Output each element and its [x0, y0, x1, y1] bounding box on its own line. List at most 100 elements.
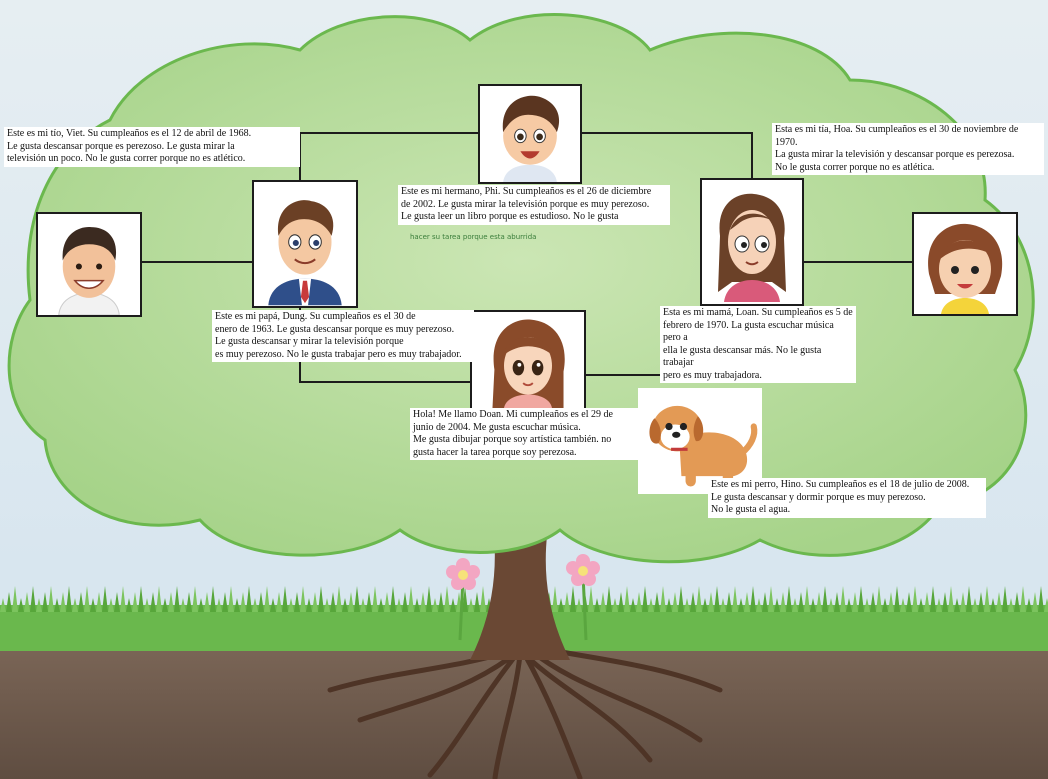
- grass-blade: [342, 598, 348, 612]
- grass-blade: [678, 586, 684, 612]
- grass-blade: [222, 592, 228, 612]
- grass-blade: [426, 586, 432, 612]
- grass-blade: [276, 592, 282, 612]
- grass-blade: [984, 586, 990, 612]
- grass-blade: [822, 586, 828, 612]
- grass-blade: [12, 586, 18, 612]
- grass-blade: [642, 586, 648, 612]
- grass-blade: [420, 592, 426, 612]
- grass-blade: [72, 598, 78, 612]
- grass-blade: [876, 586, 882, 612]
- grass-blade: [948, 586, 954, 612]
- brother-caption: Este es mi hermano, Phi. Su cumpleaños e…: [398, 185, 670, 225]
- self-photo: [470, 310, 586, 410]
- grass-blade: [714, 586, 720, 612]
- grass-blade: [1032, 592, 1038, 612]
- grass-blade: [636, 592, 642, 612]
- brother-handwritten-note: hacer su tarea porque esta aburrida: [410, 233, 537, 241]
- father-photo: [252, 180, 358, 308]
- grass-blade: [210, 586, 216, 612]
- grass-blade: [108, 598, 114, 612]
- grass-blade: [780, 592, 786, 612]
- grass-blade: [30, 586, 36, 612]
- grass-blade: [114, 592, 120, 612]
- grass-blade: [558, 598, 564, 612]
- grass-blade: [468, 598, 474, 612]
- grass-blade: [0, 598, 6, 612]
- grass-blade: [942, 592, 948, 612]
- grass-blade: [816, 592, 822, 612]
- grass-blade: [864, 598, 870, 612]
- aunt-caption: Esta es mi tía, Hoa. Su cumpleaños es el…: [772, 123, 1044, 175]
- grass-blade: [660, 586, 666, 612]
- grass-blade: [888, 592, 894, 612]
- brother-photo: [478, 84, 582, 184]
- grass-blade: [894, 586, 900, 612]
- grass-blade: [396, 598, 402, 612]
- grass-blade: [432, 598, 438, 612]
- grass-blade: [792, 598, 798, 612]
- woman-short-hair-portrait-icon: [915, 214, 1015, 314]
- grass-blade: [84, 586, 90, 612]
- uncle-photo: [36, 212, 142, 317]
- grass-blade: [384, 592, 390, 612]
- grass-blade: [1026, 598, 1032, 612]
- grass-blade: [1014, 592, 1020, 612]
- grass-blade: [1020, 586, 1026, 612]
- grass-blade: [462, 586, 468, 612]
- puppy-icon: [638, 389, 762, 493]
- grass-blade: [126, 598, 132, 612]
- grass-blade: [216, 598, 222, 612]
- grass-blade: [162, 598, 168, 612]
- grass-blade: [570, 586, 576, 612]
- grass-blade: [192, 586, 198, 612]
- grass-blade: [78, 592, 84, 612]
- grass-blade: [378, 598, 384, 612]
- grass-blade: [258, 592, 264, 612]
- grass-blade: [1044, 598, 1048, 612]
- aunt-photo: [912, 212, 1018, 316]
- grass-blade: [402, 592, 408, 612]
- grass-blade: [372, 586, 378, 612]
- uncle-caption: Este es mi tío, Viet. Su cumpleaños es e…: [4, 127, 300, 167]
- grass-blade: [738, 598, 744, 612]
- grass-blade: [282, 586, 288, 612]
- grass-blade: [24, 592, 30, 612]
- grass-blade: [6, 592, 12, 612]
- grass-blade: [270, 598, 276, 612]
- grass-blade: [288, 598, 294, 612]
- grass-blade: [444, 586, 450, 612]
- grass-blade: [708, 592, 714, 612]
- mother-photo: [700, 178, 804, 306]
- dog-photo: [638, 388, 762, 494]
- grass-blade: [852, 592, 858, 612]
- grass-blade: [870, 592, 876, 612]
- grass-blade: [150, 592, 156, 612]
- grass-blade: [774, 598, 780, 612]
- grass-blade: [246, 586, 252, 612]
- grass-blade: [750, 586, 756, 612]
- soil: [0, 648, 1048, 779]
- grass-blade: [438, 592, 444, 612]
- grass-blade: [204, 592, 210, 612]
- dog-caption: Este es mi perro, Hino. Su cumpleaños es…: [708, 478, 986, 518]
- grass-blade: [786, 586, 792, 612]
- grass-blade: [330, 592, 336, 612]
- flower-icon: [446, 558, 480, 641]
- grass-blade: [168, 592, 174, 612]
- grass-blade: [606, 586, 612, 612]
- grass-blade: [924, 592, 930, 612]
- grass-blade: [828, 598, 834, 612]
- grass-blade: [1008, 598, 1014, 612]
- grass-blade: [234, 598, 240, 612]
- grass-blade: [840, 586, 846, 612]
- grass-blade: [696, 586, 702, 612]
- grass-blade: [174, 586, 180, 612]
- grass-blade: [90, 598, 96, 612]
- grass-blade: [762, 592, 768, 612]
- grass-blade: [42, 592, 48, 612]
- grass-blade: [666, 598, 672, 612]
- grass-blade: [60, 592, 66, 612]
- grass-blades: [0, 586, 1048, 612]
- grass-blade: [240, 592, 246, 612]
